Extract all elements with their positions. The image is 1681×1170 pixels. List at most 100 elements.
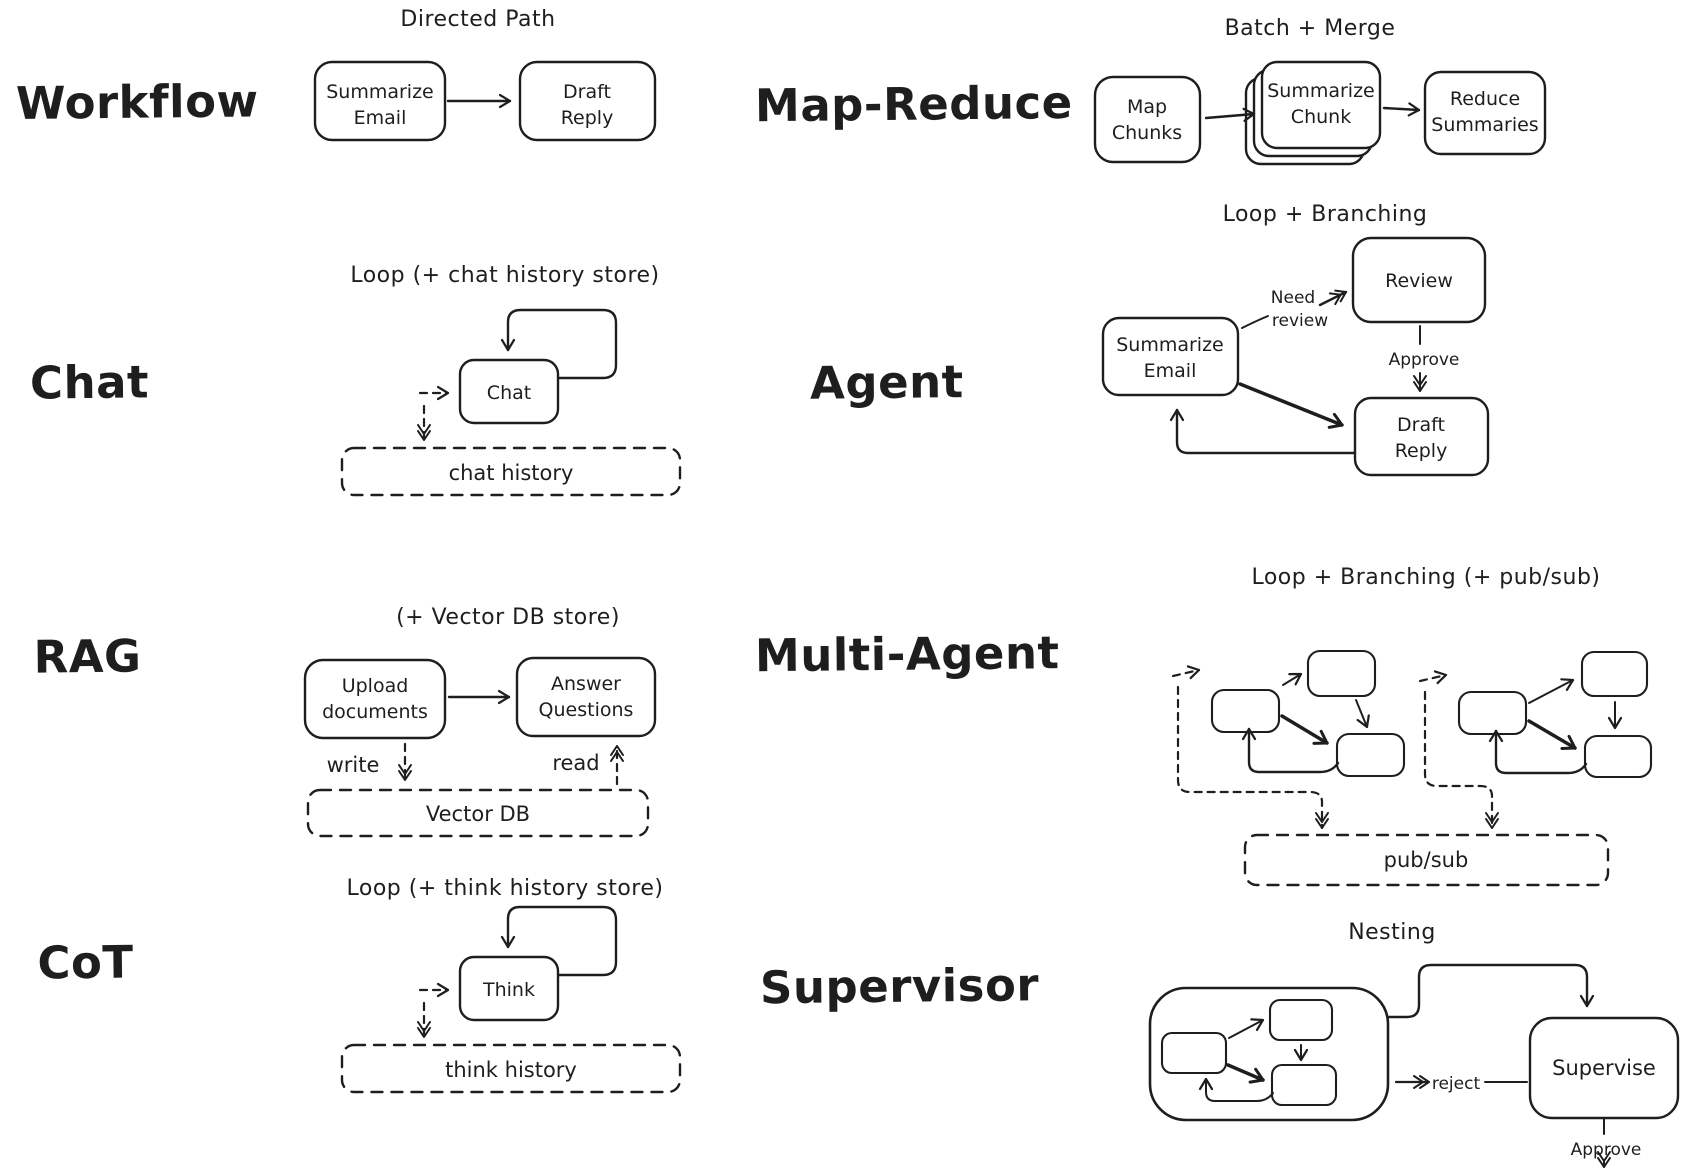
arrow-top-to-bottom (1355, 699, 1370, 729)
row-label-multi-agent: Multi-Agent (754, 626, 1060, 683)
rag-diagram: (+ Vector DB store) Upload documents Ans… (303, 605, 657, 838)
node-map-chunks (1093, 75, 1202, 164)
row-label-workflow: Workflow (15, 74, 259, 130)
node-upload-documents (303, 658, 447, 740)
store-label: think history (445, 1058, 577, 1082)
node-draft-reply (1353, 396, 1490, 477)
supervisor-title: Nesting (1348, 920, 1436, 945)
node-label: Summarize (326, 81, 434, 103)
self-loop-arrow (500, 905, 618, 977)
store-pubsub (1243, 833, 1610, 887)
node-chat (458, 358, 560, 425)
agent-cluster-2 (1418, 650, 1653, 830)
node-label: Supervise (1552, 1056, 1656, 1080)
node-summarize-chunk (1260, 60, 1382, 150)
arrow-left-to-top (1528, 678, 1575, 704)
node-label: Chunk (1291, 106, 1351, 128)
node-label: Questions (539, 699, 634, 721)
arrow-container-to-supervise (1386, 963, 1595, 1019)
node-label: Think (482, 979, 535, 1001)
cot-diagram: Loop (+ think history store) Think think… (340, 876, 682, 1094)
arrow-map-to-summarize (1204, 107, 1256, 122)
dashed-arrow-to-pubsub (1176, 685, 1329, 830)
workflow-title: Directed Path (400, 7, 555, 32)
edge-label-write: write (327, 753, 380, 777)
edge-tick (1241, 315, 1269, 329)
arrow-left-to-bottom (1280, 714, 1329, 745)
node-label: Email (354, 107, 407, 129)
loop-back-arrow (1241, 727, 1340, 774)
node-label: Reply (561, 107, 614, 129)
cluster-node-top (1306, 649, 1377, 698)
node-summarize-email (313, 60, 447, 142)
node-label: Map (1127, 96, 1167, 118)
store-vector-db (306, 788, 650, 838)
multi-agent-title: Loop + Branching (+ pub/sub) (1251, 565, 1600, 590)
agent-cluster-1 (1171, 649, 1406, 830)
row-label-chat: Chat (29, 355, 150, 410)
edge-label-need-review: review (1272, 311, 1328, 331)
cluster-node-left (1457, 690, 1528, 736)
node-label: Email (1144, 360, 1197, 382)
node-label: Reduce (1450, 88, 1520, 110)
loop-back-arrow (1198, 1077, 1274, 1102)
edge-label-reject: reject (1432, 1074, 1481, 1094)
row-label-rag: RAG (33, 629, 142, 684)
workflow-diagram: Directed Path Summarize Email Draft Repl… (313, 7, 657, 142)
store-chat-history (340, 446, 682, 497)
loop-back-arrow (1488, 729, 1588, 775)
arrow-left-to-bottom (1527, 719, 1577, 750)
node-summarize-email (1101, 316, 1240, 397)
node-label: documents (322, 701, 428, 723)
node-draft-reply (518, 60, 657, 142)
agent-title: Loop + Branching (1223, 202, 1428, 227)
cluster-node-top (1268, 998, 1334, 1042)
node-answer-questions (515, 656, 657, 738)
row-label-cot: CoT (37, 935, 134, 990)
edge-label-approve: Approve (1389, 350, 1460, 370)
node-label: Summarize (1267, 80, 1375, 102)
row-label-supervisor: Supervisor (759, 958, 1040, 1015)
cluster-node-top (1580, 650, 1649, 698)
nested-cluster (1160, 998, 1338, 1107)
arrow-left-to-top (1228, 1018, 1265, 1039)
node-review (1351, 236, 1487, 324)
cluster-node-bottom (1335, 732, 1406, 778)
node-label: Answer (551, 673, 621, 695)
arrow-summarize-to-reduce (1382, 102, 1421, 117)
dashed-entry-arrow (1418, 670, 1448, 685)
cluster-node-bottom (1270, 1063, 1338, 1107)
map-reduce-diagram: Batch + Merge Map Chunks Summarize Chunk… (1093, 16, 1547, 166)
chat-title: Loop (+ chat history store) (350, 263, 659, 288)
node-label: Review (1385, 270, 1453, 292)
node-label: Summaries (1431, 114, 1538, 136)
store-think-history (340, 1043, 682, 1094)
agent-diagram: Loop + Branching Review Summarize Email … (1101, 202, 1490, 477)
node-reduce-summaries (1423, 70, 1547, 156)
dashed-arrow-to-pubsub (1423, 690, 1499, 830)
arrow-left-to-top (1282, 672, 1303, 686)
loop-back-arrow (1169, 408, 1357, 455)
cot-title: Loop (+ think history store) (346, 876, 663, 901)
node-label: Draft (563, 81, 611, 103)
node-label: Reply (1395, 440, 1448, 462)
arrow-summarize-to-draft (1238, 382, 1344, 429)
node-think (458, 955, 560, 1022)
store-label: Vector DB (426, 802, 530, 826)
arrow-left-to-bottom (1226, 1063, 1265, 1084)
arrow-to-review (1318, 289, 1348, 307)
supervisor-diagram: Nesting Supervise reject Approve (1148, 920, 1680, 1168)
cluster-node-left (1160, 1031, 1228, 1075)
dashed-entry-arrow (1171, 665, 1201, 680)
node-label: Summarize (1116, 334, 1224, 356)
node-label: Draft (1397, 414, 1445, 436)
node-label: Chunks (1112, 122, 1182, 144)
chat-diagram: Loop (+ chat history store) Chat chat hi… (340, 263, 682, 497)
node-label: Chat (487, 382, 531, 404)
map-reduce-title: Batch + Merge (1225, 16, 1396, 41)
node-label: Upload (342, 675, 409, 697)
row-label-map-reduce: Map-Reduce (754, 75, 1073, 133)
store-label: pub/sub (1384, 848, 1469, 872)
edge-label-approve: Approve (1571, 1140, 1642, 1160)
